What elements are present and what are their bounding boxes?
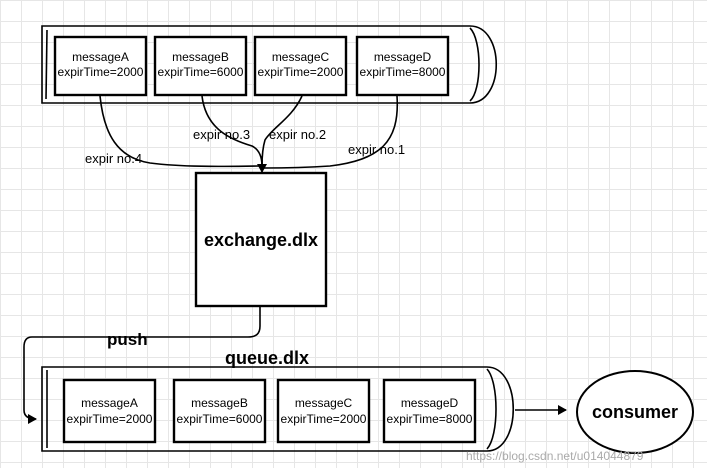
top-message-c-name: messageC	[272, 50, 330, 64]
expiry-label-c: expir no.2	[269, 127, 326, 142]
top-message-d: messageD expirTime=8000	[355, 35, 450, 97]
bottom-message-d-expire: expirTime=8000	[387, 412, 473, 426]
push-connector	[23, 307, 261, 424]
expiry-connectors	[99, 95, 399, 173]
bottom-message-d-name: messageD	[401, 396, 459, 410]
bottom-message-a: messageA expirTime=2000	[62, 378, 157, 444]
bottom-message-d: messageD expirTime=8000	[382, 378, 477, 444]
bottom-message-a-name: messageA	[81, 396, 138, 410]
bottom-message-b-name: messageB	[191, 396, 248, 410]
bottom-message-a-expire: expirTime=2000	[67, 412, 153, 426]
top-message-c-expire: expirTime=2000	[258, 65, 344, 79]
bottom-message-c-name: messageC	[295, 396, 353, 410]
exchange-label: exchange.dlx	[204, 230, 318, 250]
top-message-b-expire: expirTime=6000	[158, 65, 244, 79]
bottom-message-c: messageC expirTime=2000	[276, 378, 371, 444]
expiry-label-a: expir no.4	[85, 151, 142, 166]
top-message-d-expire: expirTime=8000	[360, 65, 446, 79]
top-message-a-expire: expirTime=2000	[58, 65, 144, 79]
top-message-d-name: messageD	[374, 50, 432, 64]
top-queue	[41, 25, 497, 104]
top-message-a-name: messageA	[72, 50, 129, 64]
top-message-c: messageC expirTime=2000	[253, 35, 348, 97]
bottom-message-b-expire: expirTime=6000	[177, 412, 263, 426]
consumer-label: consumer	[592, 402, 678, 422]
top-message-a: messageA expirTime=2000	[53, 35, 148, 97]
expiry-label-b: expir no.3	[193, 127, 250, 142]
queue-label: queue.dlx	[225, 348, 309, 368]
bottom-message-c-expire: expirTime=2000	[281, 412, 367, 426]
watermark: https://blog.csdn.net/u014044879	[466, 449, 644, 463]
consumer-node: consumer	[576, 370, 694, 454]
expiry-label-d: expir no.1	[348, 142, 405, 157]
push-label: push	[107, 330, 148, 349]
bottom-message-b: messageB expirTime=6000	[172, 378, 267, 444]
top-message-b: messageB expirTime=6000	[153, 35, 248, 97]
connector-d	[263, 95, 399, 169]
connector-a	[99, 95, 261, 168]
exchange-box: exchange.dlx	[194, 171, 328, 308]
connector-b	[201, 95, 263, 167]
bottom-queue	[41, 366, 514, 452]
top-message-b-name: messageB	[172, 50, 229, 64]
connector-c	[261, 95, 303, 167]
